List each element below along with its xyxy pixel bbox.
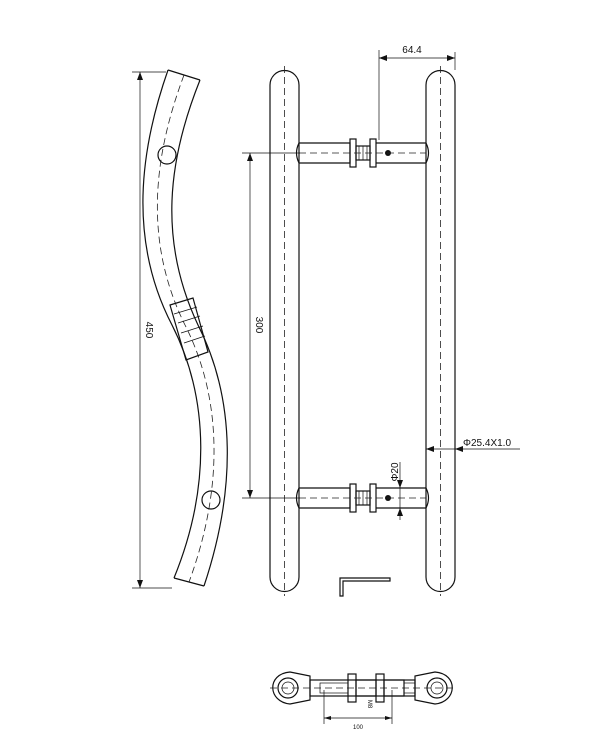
mounting-hole-top <box>157 145 177 165</box>
dim-center-distance-label: 300 <box>253 317 264 334</box>
dim-thread-label: M8 <box>366 700 372 709</box>
dim-standoff-diameter-label: Φ20 <box>390 462 401 482</box>
dim-projection-label: 64.4 <box>402 45 422 56</box>
mounting-hole-bottom <box>201 490 221 510</box>
allen-key <box>339 577 391 597</box>
plan-view: 100 M8 <box>270 671 455 731</box>
joint-sleeve <box>169 297 209 361</box>
standoff-bottom <box>295 483 430 513</box>
curved-side-view: 450 <box>132 69 228 589</box>
front-view: 300 64.4 Φ25.4X1.0 Φ20 <box>242 45 520 596</box>
dim-tube-spec-label: Φ25.4X1.0 <box>463 438 511 449</box>
dim-length-label: 450 <box>143 322 154 339</box>
dim-base-width-label: 100 <box>353 725 364 731</box>
standoff-top <box>295 138 430 168</box>
